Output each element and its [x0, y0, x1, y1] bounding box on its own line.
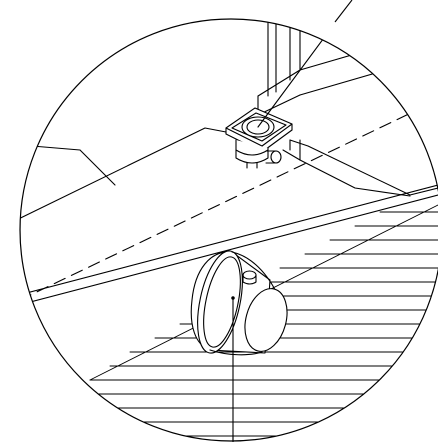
cone-fitting [190, 250, 288, 356]
leader-line-top-outer [334, 0, 353, 23]
wall-structure [20, 19, 438, 311]
hatched-floor [59, 204, 438, 437]
floor-drain [225, 107, 293, 169]
detail-circle [19, 18, 438, 442]
center-line [20, 99, 438, 301]
